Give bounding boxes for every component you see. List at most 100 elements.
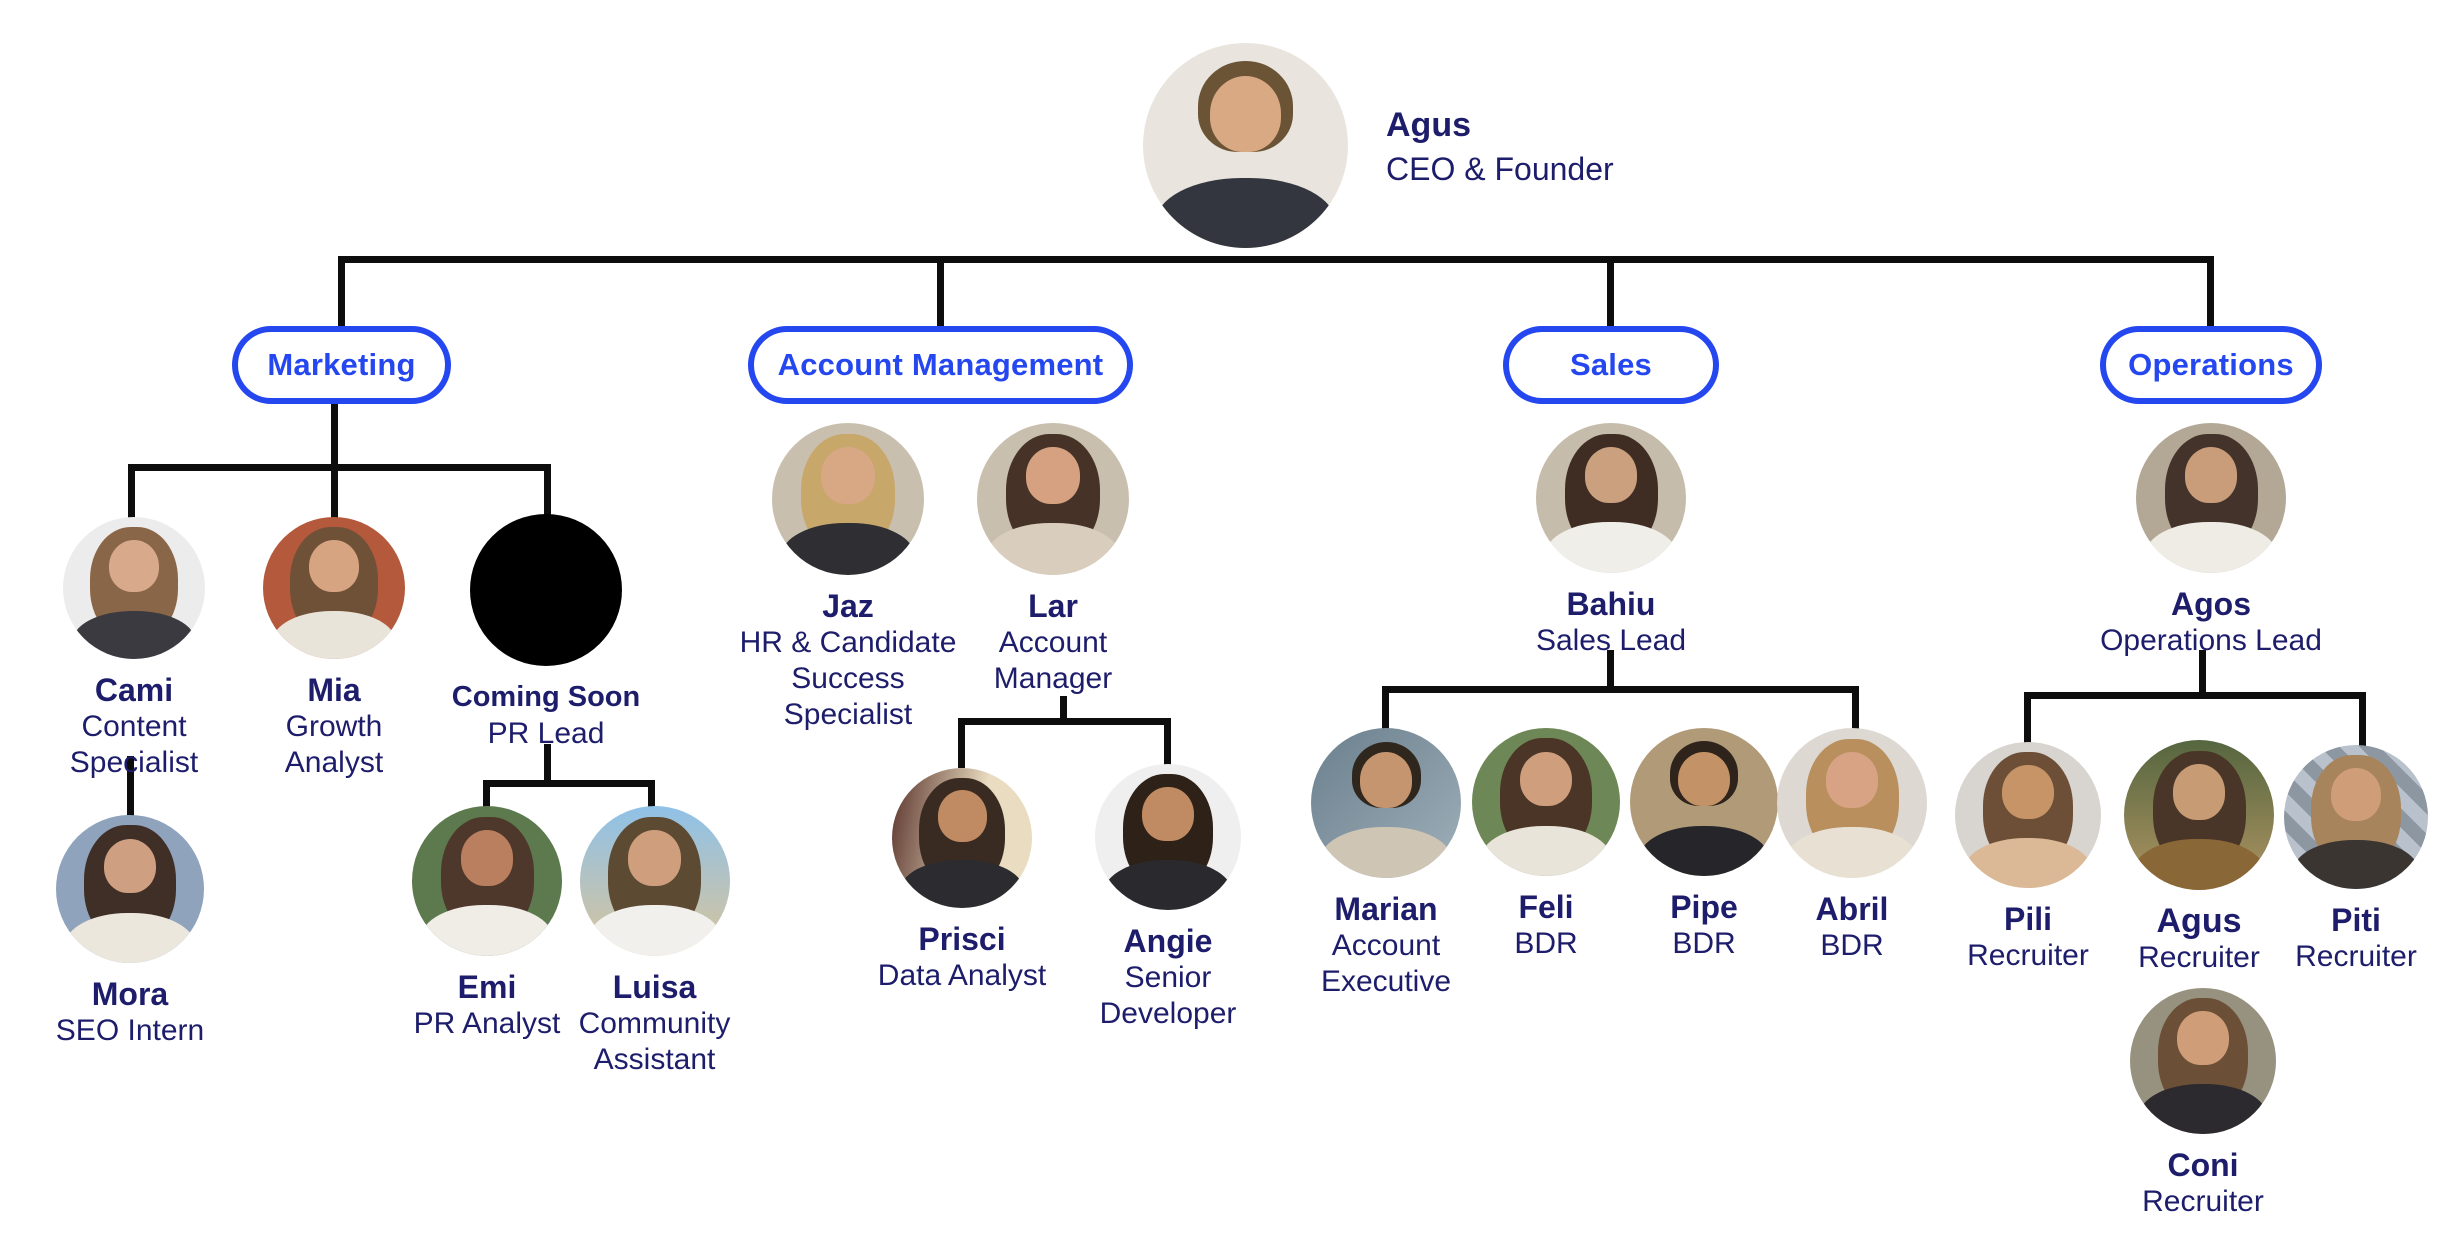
connector-agos-bar [2024, 692, 2366, 699]
abril-title: BDR [1820, 929, 1884, 962]
connector-drop-account-management [937, 258, 944, 328]
cami-name: Cami [94, 672, 174, 708]
marian-name: Marian [1334, 891, 1438, 927]
person-node-cami: Cami Content Specialist [39, 517, 229, 781]
bahiu-avatar[interactable] [1536, 423, 1686, 573]
cami-title: Content Specialist [69, 710, 199, 779]
piti-name: Piti [2331, 902, 2381, 938]
dept-pill-account-management[interactable]: Account Management [748, 326, 1133, 404]
person-node-piti: Piti Recruiter [2261, 745, 2451, 975]
pili-title: Recruiter [1967, 939, 2089, 972]
connector-lar-stem [1060, 696, 1067, 724]
bahiu-title: Sales Lead [1535, 624, 1687, 657]
ceo-avatar[interactable] [1143, 43, 1348, 248]
lar-title: Account Manager [993, 626, 1113, 695]
connector-marketing-stem [331, 404, 338, 470]
lar-avatar[interactable] [977, 423, 1129, 575]
connector-bahiu-bar [1382, 686, 1859, 693]
connector-drop-coming-soon [544, 464, 551, 519]
pipe-avatar[interactable] [1630, 728, 1778, 876]
mora-title: SEO Intern [55, 1014, 205, 1047]
emi-name: Emi [457, 969, 517, 1005]
connector-drop-pili [2024, 692, 2031, 744]
connector-drop-marketing [338, 258, 345, 328]
bahiu-name: Bahiu [1566, 586, 1656, 622]
pili-avatar[interactable] [1955, 742, 2101, 888]
ceo-name: Agus [1386, 105, 1471, 144]
connector-marketing-bar [128, 464, 551, 471]
coni-avatar[interactable] [2130, 988, 2276, 1134]
dept-label-sales: Sales [1569, 347, 1652, 382]
luisa-title: Community Assistant [578, 1007, 731, 1076]
person-node-lar: Lar Account Manager [968, 423, 1138, 697]
jaz-avatar[interactable] [772, 423, 924, 575]
person-node-luisa: Luisa Community Assistant [557, 806, 752, 1078]
luisa-avatar[interactable] [579, 806, 730, 956]
angie-avatar[interactable] [1095, 764, 1241, 910]
ceo-title: CEO & Founder [1386, 150, 1614, 187]
luisa-name: Luisa [612, 969, 697, 1005]
agus-recruiter-avatar[interactable] [2124, 740, 2274, 890]
feli-name: Feli [1518, 889, 1574, 925]
feli-title: BDR [1514, 927, 1578, 960]
mia-name: Mia [307, 672, 361, 708]
dept-pill-marketing[interactable]: Marketing [232, 326, 451, 404]
connector-drop-angie [1164, 718, 1171, 766]
cami-avatar[interactable] [63, 517, 205, 659]
agos-title: Operations Lead [2100, 624, 2322, 657]
person-node-agus-recruiter: Agus Recruiter [2104, 740, 2294, 976]
connector-prlead-bar [483, 780, 655, 787]
marian-avatar[interactable] [1311, 728, 1461, 878]
agos-avatar[interactable] [2136, 423, 2286, 573]
person-node-feli: Feli BDR [1472, 728, 1620, 962]
connector-drop-abril [1852, 686, 1859, 730]
mora-name: Mora [91, 976, 169, 1012]
piti-avatar[interactable] [2284, 745, 2428, 889]
emi-avatar[interactable] [412, 806, 562, 956]
connector-drop-piti [2359, 692, 2366, 748]
connector-prlead-stem [544, 744, 551, 786]
dept-label-operations: Operations [2128, 347, 2294, 382]
person-node-agos: Agos Operations Lead [2076, 423, 2346, 659]
person-node-coming-soon: Coming Soon PR Lead [441, 514, 651, 752]
dept-pill-operations[interactable]: Operations [2100, 326, 2322, 404]
mia-avatar[interactable] [263, 517, 405, 659]
coming-soon-title: PR Lead [487, 717, 605, 750]
person-node-pili: Pili Recruiter [1933, 742, 2123, 974]
jaz-name: Jaz [822, 588, 874, 624]
mia-title: Growth Analyst [284, 710, 384, 779]
connector-top-bar [338, 256, 2214, 263]
connector-drop-mia [331, 464, 338, 522]
agus-recruiter-title: Recruiter [2138, 941, 2260, 974]
abril-avatar[interactable] [1777, 728, 1927, 878]
coming-soon-name: Coming Soon [451, 681, 641, 713]
connector-drop-luisa [648, 780, 655, 810]
agus-recruiter-name: Agus [2156, 902, 2242, 940]
person-node-marian: Marian Account Executive [1296, 728, 1476, 1000]
pipe-name: Pipe [1670, 889, 1738, 925]
coni-name: Coni [2167, 1147, 2239, 1183]
prisci-avatar[interactable] [892, 768, 1032, 908]
person-node-angie: Angie Senior Developer [1078, 764, 1258, 1032]
connector-lar-bar [958, 718, 1171, 725]
mora-avatar[interactable] [56, 815, 204, 963]
pili-name: Pili [2003, 901, 2052, 937]
connector-drop-marian [1382, 686, 1389, 730]
person-node-abril: Abril BDR [1777, 728, 1927, 964]
connector-drop-emi [483, 780, 490, 810]
connector-drop-prisci [958, 718, 965, 768]
feli-avatar[interactable] [1472, 728, 1620, 876]
connector-drop-sales [1607, 258, 1614, 328]
agos-name: Agos [2171, 586, 2251, 622]
person-node-pipe: Pipe BDR [1630, 728, 1778, 962]
marian-title: Account Executive [1320, 929, 1452, 998]
emi-title: PR Analyst [413, 1007, 561, 1040]
person-node-emi: Emi PR Analyst [382, 806, 592, 1042]
coming-soon-avatar[interactable] [470, 514, 622, 666]
person-node-bahiu: Bahiu Sales Lead [1496, 423, 1726, 659]
person-node-coni: Coni Recruiter [2108, 988, 2298, 1220]
dept-pill-sales[interactable]: Sales [1503, 326, 1719, 404]
dept-label-marketing: Marketing [267, 347, 416, 382]
coni-title: Recruiter [2142, 1185, 2264, 1218]
abril-name: Abril [1815, 891, 1889, 927]
